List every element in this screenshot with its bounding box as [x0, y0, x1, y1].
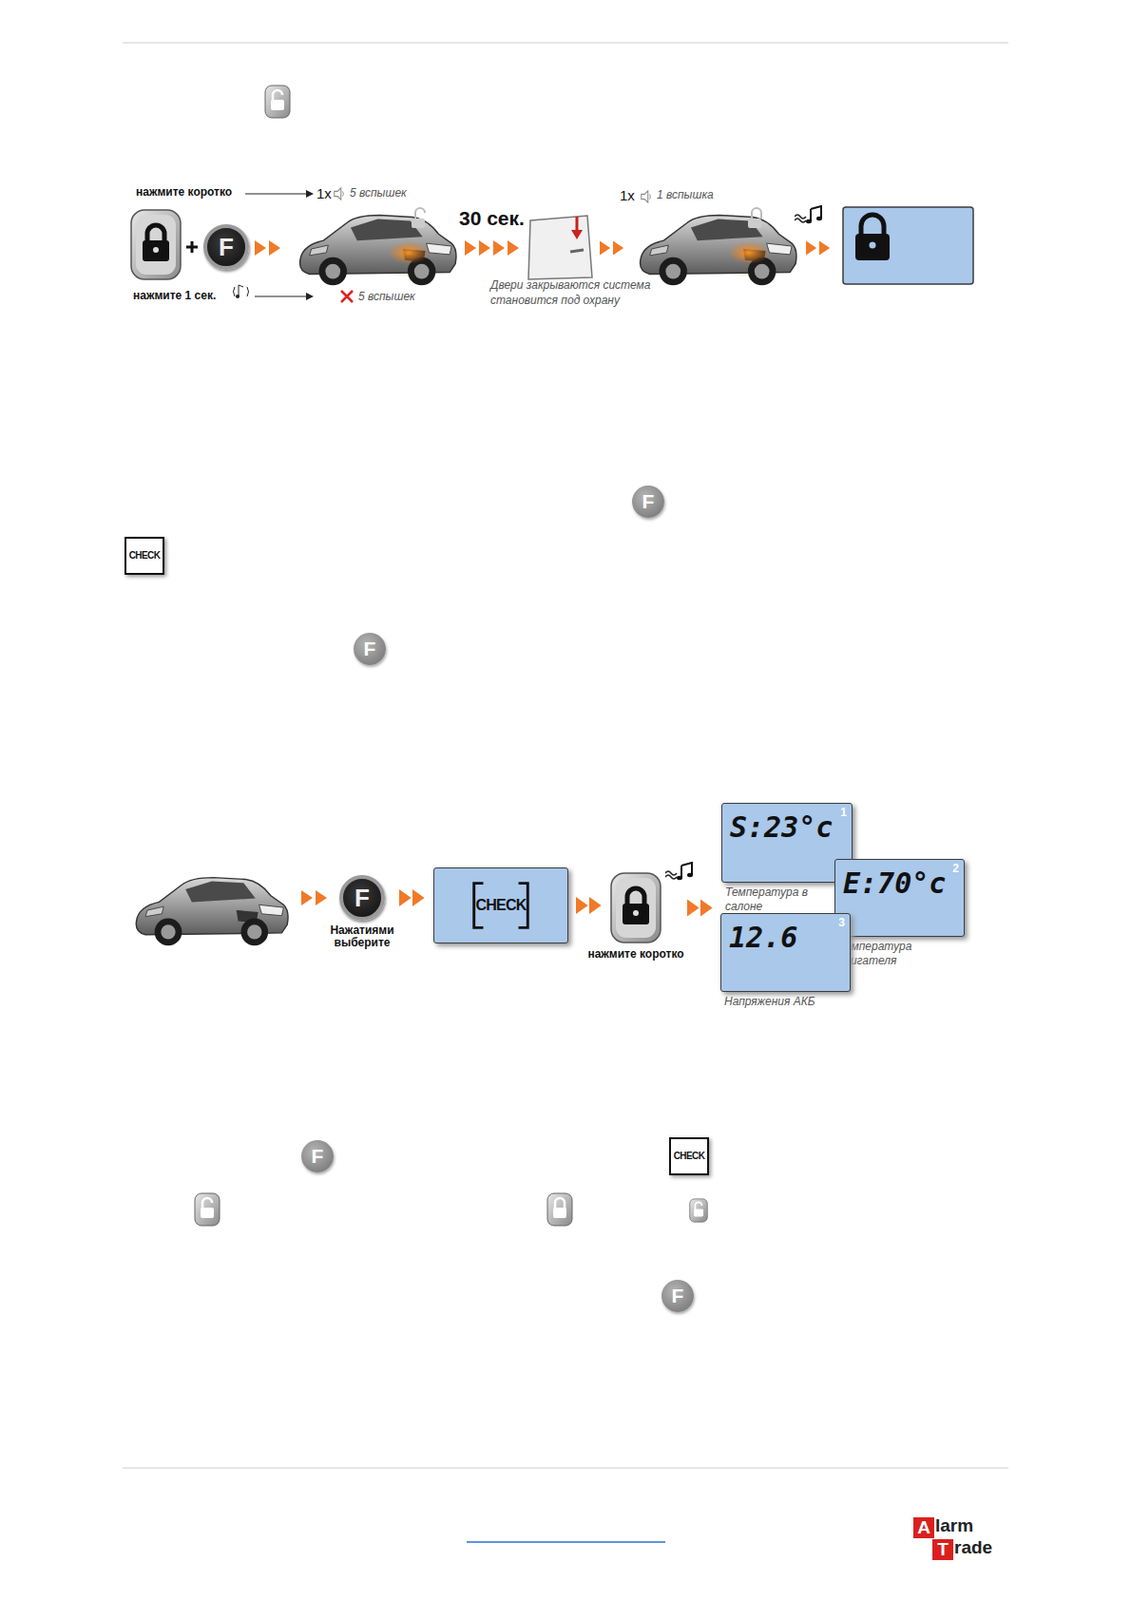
footer-rule [122, 1468, 1009, 1470]
f-button-icon: F [353, 632, 386, 666]
instruction-text: нажмите коротко [135, 186, 232, 200]
callout-number: 1 [840, 805, 847, 820]
display-text: E:70°c [843, 869, 946, 899]
display-text: CHECK [476, 897, 527, 915]
unlock-icon [194, 1193, 220, 1227]
header-rule [122, 42, 1009, 44]
f-button-icon: F [632, 485, 665, 518]
check-diagram [135, 862, 693, 946]
flow-arrow [575, 897, 602, 915]
count-text: 1x [316, 185, 332, 202]
logo-text: rade [954, 1537, 993, 1559]
unlock-icon [690, 1199, 709, 1223]
display-text: S:23°c [729, 813, 833, 843]
lcd-screen: S:23°c1Температура в салоне [721, 803, 853, 883]
function-button: FНажатиями выберите [339, 875, 385, 921]
instruction-text: нажмите 1 сек. [133, 289, 216, 304]
callout-number: 2 [952, 862, 959, 876]
logo-letter: A [913, 1517, 935, 1539]
display-text: F [343, 885, 382, 911]
flash-note: 5 вспышек [358, 290, 416, 305]
door-caption: Двери закрываются система становится под… [490, 278, 657, 308]
caption: Температура в салоне [725, 885, 821, 915]
f-button-icon: F [661, 1280, 694, 1313]
flash-note: 1 вспышка [656, 189, 714, 203]
caption: Температура двигателя [838, 939, 943, 969]
count-text: 1x [619, 187, 635, 204]
unlock-icon [265, 85, 290, 118]
f-button-icon: F [301, 1140, 334, 1173]
check-icon: CHECK [124, 536, 165, 576]
callout-number: 3 [838, 916, 845, 930]
lcd-screen: 12.63Напряжения АКБ [720, 913, 851, 993]
flow-arrow [687, 900, 713, 918]
lock-icon [547, 1193, 573, 1227]
logo-text: larm [935, 1515, 974, 1537]
lock-button: нажмите коротко [610, 872, 662, 944]
flash-note: 5 вспышек [349, 187, 407, 201]
check-icon: CHECK [669, 1137, 710, 1176]
lcd-screen: CHECK [433, 867, 569, 944]
flow-arrow [399, 889, 425, 907]
caption: Напряжения АКБ [724, 995, 858, 1010]
link-underline [466, 1541, 666, 1544]
logo-letter: T [932, 1539, 954, 1561]
display-text: F [207, 234, 246, 260]
lcd-screen: E:70°c2Температура двигателя [834, 859, 965, 938]
display-text: 12.6 [728, 923, 798, 953]
lock-button-shape [610, 872, 662, 944]
function-button: F [203, 224, 250, 270]
caption: нажмите коротко [587, 947, 684, 961]
timer-text: 30 сек. [459, 207, 525, 231]
caption: Нажатиями выберите [309, 924, 415, 950]
